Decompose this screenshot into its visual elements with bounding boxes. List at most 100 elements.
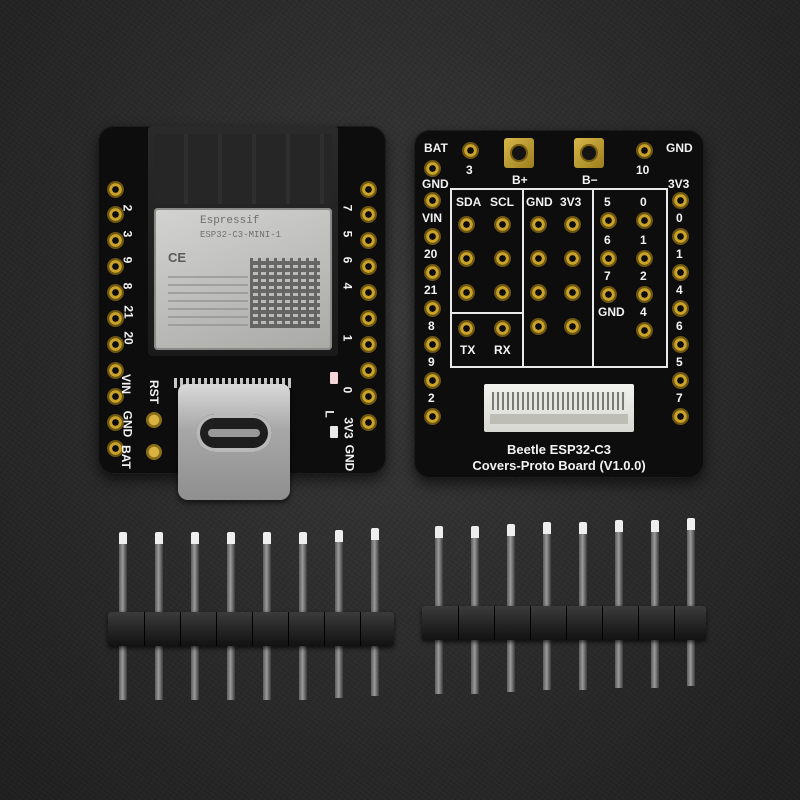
power-led <box>330 372 338 384</box>
pin-hole <box>494 284 511 301</box>
boot-pad <box>146 444 162 460</box>
pin-label: 10 <box>636 163 650 177</box>
pin-label: 20 <box>121 331 136 345</box>
pin-label: 1 <box>340 334 355 342</box>
gnd-label: GND <box>666 141 693 155</box>
pin-hole <box>107 414 124 431</box>
pin-hole <box>360 336 377 353</box>
pin-hole <box>636 142 653 159</box>
reset-label: RST <box>147 380 161 404</box>
pin-label: 3 <box>466 163 473 177</box>
module-model: ESP32-C3-MINI-1 <box>200 230 282 240</box>
ce-mark: CE <box>168 250 187 265</box>
usb-c-pins <box>174 378 294 388</box>
module-brand: Espressif <box>200 215 260 227</box>
pin-hole <box>360 258 377 275</box>
header-pin <box>608 520 630 690</box>
pin-label: VIN <box>422 211 443 225</box>
pin-hole <box>107 310 124 327</box>
pin-label: 4 <box>340 282 355 290</box>
board-subtitle: Covers-Proto Board (V1.0.0) <box>472 458 646 473</box>
pin-hole <box>424 228 441 245</box>
pcb-antenna <box>154 134 332 204</box>
pin-hole <box>672 300 689 317</box>
header-strip-right <box>422 606 706 640</box>
pin-hole <box>107 206 124 223</box>
pin-hole <box>494 250 511 267</box>
pin-hole <box>458 284 475 301</box>
grid-header-scl: SCL <box>490 195 514 209</box>
uart-tx-label: TX <box>460 343 476 357</box>
battery-plus-pad <box>504 138 534 168</box>
pin-label: 1 <box>640 233 647 247</box>
pin-hole <box>360 362 377 379</box>
pin-hole <box>458 216 475 233</box>
pin-hole <box>360 414 377 431</box>
pin-label: 2 <box>640 269 647 283</box>
pin-hole <box>636 286 653 303</box>
ffc-connector[interactable] <box>484 384 634 432</box>
usb-c-port[interactable] <box>178 384 290 500</box>
pin-label: 1 <box>676 247 683 261</box>
board-title: Beetle ESP32-C3 <box>506 442 612 457</box>
pin-hole <box>636 250 653 267</box>
pin-hole <box>360 310 377 327</box>
grid-header-gnd: GND <box>526 195 553 209</box>
pin-label: 5 <box>604 195 611 209</box>
pin-hole <box>672 192 689 209</box>
pin-hole <box>424 372 441 389</box>
pin-hole <box>494 216 511 233</box>
pin-label: VIN <box>119 373 134 395</box>
pin-label: 6 <box>340 256 355 264</box>
pin-label: 9 <box>120 256 135 264</box>
pin-label: 7 <box>676 391 683 405</box>
status-led <box>330 426 338 438</box>
pin-hole <box>564 284 581 301</box>
pin-hole <box>360 388 377 405</box>
pin-hole <box>107 284 124 301</box>
pin-hole <box>530 250 547 267</box>
header-pin <box>680 518 702 688</box>
bat-label: BAT <box>424 141 448 155</box>
pin-hole <box>564 250 581 267</box>
pin-label: 9 <box>428 355 435 369</box>
pin-hole <box>462 142 479 159</box>
grid-divider <box>592 188 594 366</box>
pin-hole <box>107 388 124 405</box>
pin-hole <box>636 322 653 339</box>
pin-hole <box>107 440 124 457</box>
reset-button[interactable] <box>146 412 162 428</box>
uart-rx-label: RX <box>494 343 511 357</box>
pin-hole <box>107 258 124 275</box>
pin-label: 0 <box>340 386 355 394</box>
pin-hole <box>424 192 441 209</box>
pin-hole <box>672 372 689 389</box>
grid-divider <box>522 188 524 366</box>
pin-label: GND <box>120 410 135 438</box>
grid-header-sda: SDA <box>456 195 482 209</box>
pin-label: 3 <box>120 230 135 238</box>
pin-label: 7 <box>604 269 611 283</box>
grid-divider <box>450 312 522 314</box>
pin-label: 4 <box>676 283 683 297</box>
pin-hole <box>107 362 124 379</box>
esp32-c3-module: Espressif ESP32-C3-MINI-1 CE <box>154 208 332 350</box>
pin-hole <box>672 336 689 353</box>
pin-hole <box>564 216 581 233</box>
pin-label: BAT <box>118 445 133 469</box>
pin-label: 21 <box>424 283 438 297</box>
pin-label: 2 <box>120 204 135 212</box>
pin-label: 5 <box>340 230 355 238</box>
pin-label: 5 <box>676 355 683 369</box>
pin-hole <box>424 408 441 425</box>
beetle-esp32-c3-board: Espressif ESP32-C3-MINI-1 CE 2 3 9 8 21 … <box>98 126 386 500</box>
pin-hole <box>600 286 617 303</box>
pin-hole <box>564 318 581 335</box>
pin-hole <box>494 320 511 337</box>
pin-label: 2 <box>428 391 435 405</box>
qr-code <box>250 258 320 328</box>
pin-label: 3V3 <box>341 417 356 439</box>
pin-hole <box>530 318 547 335</box>
pin-label: 0 <box>676 211 683 225</box>
